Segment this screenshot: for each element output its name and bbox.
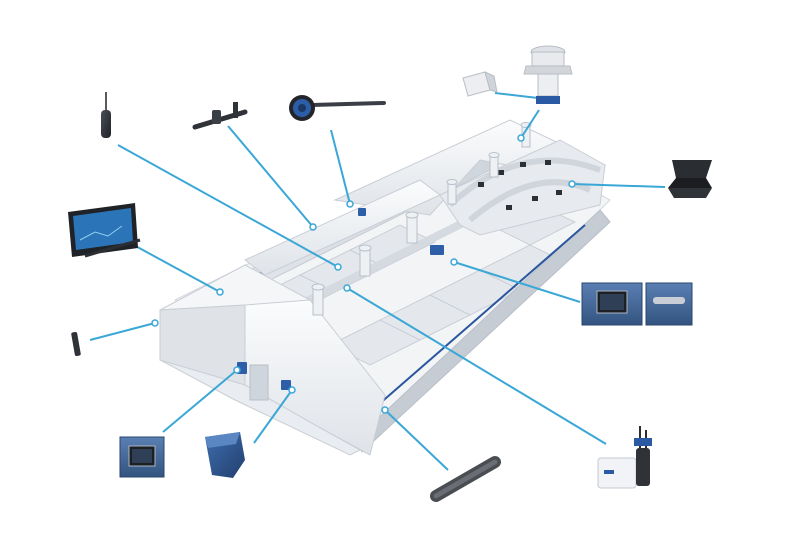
probe-sensor-icon — [289, 95, 386, 121]
air-damper-icon — [668, 160, 712, 198]
barn-mounted-devices — [237, 208, 444, 390]
ceiling-tubes — [311, 122, 532, 316]
control-panel-icon — [581, 282, 693, 326]
inlet-box-icon — [462, 71, 498, 97]
climate-sensor-icon — [597, 426, 652, 489]
cylinder-heater-icon — [430, 456, 501, 502]
antenna-icon — [101, 92, 111, 138]
wall-controller-icon — [119, 436, 165, 478]
wall-inlet-icon — [205, 432, 245, 478]
tablet-controller-icon — [68, 203, 141, 258]
t-sensor-icon — [192, 102, 248, 130]
callout-lines — [89, 92, 666, 471]
barn-structure — [158, 119, 611, 456]
roof-chimney-icon — [523, 45, 573, 104]
small-probe-icon — [71, 331, 81, 357]
